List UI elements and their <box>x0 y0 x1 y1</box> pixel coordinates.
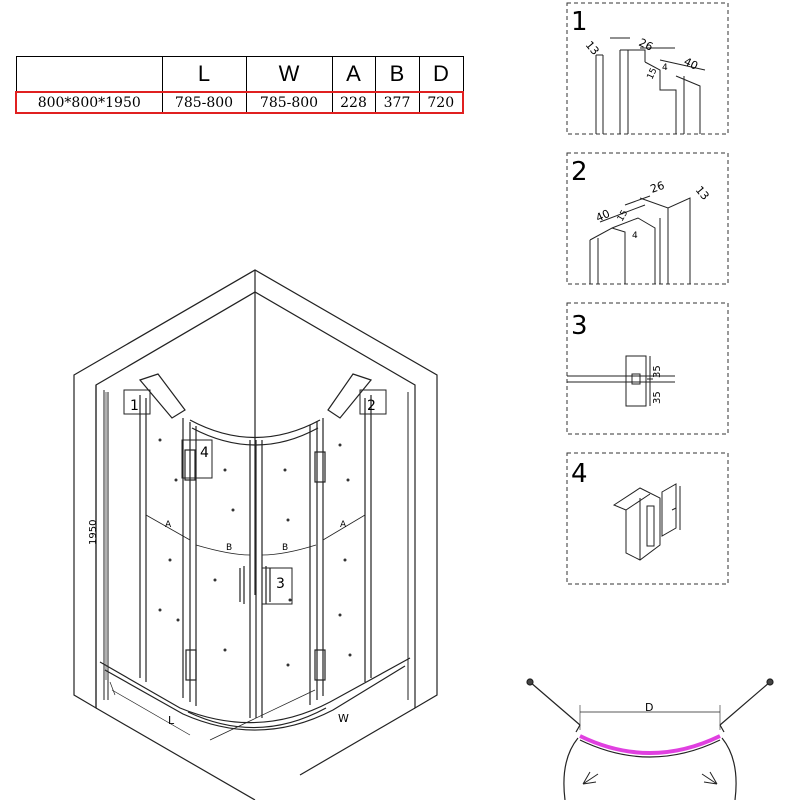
detail-3-number: 3 <box>571 311 588 341</box>
detail-4-number: 4 <box>571 459 588 489</box>
spec-header-a: A <box>331 56 376 93</box>
detail-3-dim-35-bottom: 35 <box>652 391 663 404</box>
callouts: 1 2 3 4 <box>123 389 387 605</box>
callout-2-label: 2 <box>367 398 376 414</box>
dim-a-left: A <box>165 520 172 530</box>
detail-2-dim-40: 40 <box>594 207 612 225</box>
detail-3: 3 35 35 <box>566 302 729 435</box>
wall-outline <box>73 269 438 710</box>
main-isometric-drawing <box>73 269 438 800</box>
plan-view <box>526 678 774 800</box>
detail-2: 2 40 26 13 15 4 <box>566 152 729 285</box>
detail-1: 1 13 26 40 15 4 <box>566 2 729 135</box>
detail-1-dim-40: 40 <box>682 55 700 73</box>
spec-cell-model: 800*800*1950 <box>15 91 163 114</box>
callout-2-box <box>359 389 387 415</box>
detail-1-dim-15: 15 <box>646 67 660 82</box>
hinge-icon <box>612 483 681 561</box>
dim-l: L <box>168 714 175 727</box>
dim-a-right: A <box>340 520 347 530</box>
spec-cell-a: 228 <box>331 91 376 114</box>
callout-4-label: 4 <box>200 445 209 461</box>
glass-panels <box>139 395 372 718</box>
spec-cell-b: 377 <box>374 91 420 114</box>
callout-1-box <box>123 389 151 415</box>
detail-2-number: 2 <box>571 157 588 187</box>
spec-header-d: D <box>418 56 464 93</box>
detail-2-dim-26: 26 <box>649 179 667 196</box>
callout-3-box <box>261 567 293 605</box>
detail-2-dim-4: 4 <box>632 231 638 241</box>
detail-4: 4 <box>566 452 729 585</box>
plan-dim-d: D <box>645 701 653 714</box>
detail-3-dim-35-top: 35 <box>652 365 663 378</box>
dim-w: W <box>338 712 349 725</box>
plan-highlight-arc <box>579 734 721 755</box>
detail-2-dim-15: 15 <box>616 209 630 224</box>
dim-b-right: B <box>282 543 288 553</box>
glass-dots <box>158 438 352 667</box>
dim-b-left: B <box>226 543 232 553</box>
spec-table: L W A B D 800*800*1950 785-800 785-800 2… <box>15 56 464 114</box>
callout-1-label: 1 <box>130 398 139 414</box>
spec-cell-w: 785-800 <box>245 91 333 114</box>
shower-tray <box>95 657 416 800</box>
spec-highlighted-row: 800*800*1950 785-800 785-800 228 377 720 <box>15 91 464 114</box>
detail-1-number: 1 <box>571 7 588 37</box>
detail-1-dim-26: 26 <box>637 36 655 54</box>
spec-cell-d: 720 <box>418 91 464 114</box>
spec-cell-l: 785-800 <box>161 91 247 114</box>
height-label: 1950 <box>88 520 99 545</box>
detail-1-dim-4: 4 <box>662 63 668 73</box>
callout-4-box <box>181 439 213 479</box>
detail-2-dim-13: 13 <box>693 184 712 203</box>
callout-3-label: 3 <box>276 576 285 592</box>
